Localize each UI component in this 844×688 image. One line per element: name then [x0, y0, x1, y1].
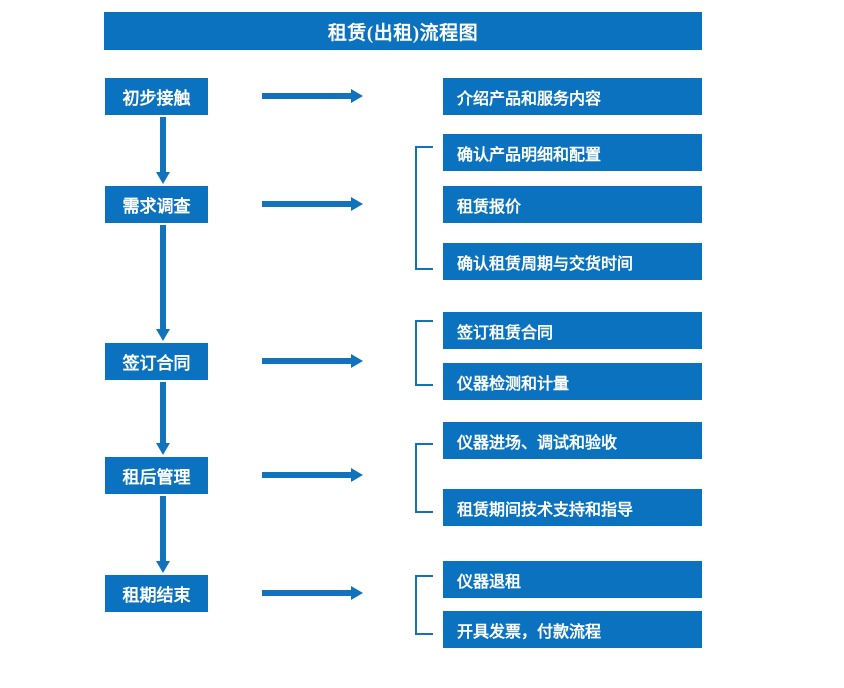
horizontal-arrow-5 [262, 586, 363, 600]
arrow-shaft [160, 382, 166, 443]
arrow-head [351, 354, 363, 368]
horizontal-arrow-2 [262, 197, 363, 211]
stage-box-3[interactable]: 签订合同 [105, 343, 208, 380]
detail-box-5[interactable]: 签订租赁合同 [443, 312, 702, 349]
detail-box-10[interactable]: 开具发票，付款流程 [443, 611, 702, 648]
detail-box-4[interactable]: 确认租赁周期与交货时间 [443, 243, 702, 280]
group-bracket-contract [415, 320, 433, 386]
detail-box-3[interactable]: 租赁报价 [443, 186, 702, 223]
vertical-arrow-3 [156, 382, 170, 455]
group-bracket-demand [415, 146, 433, 270]
arrow-shaft [262, 590, 351, 596]
detail-box-9[interactable]: 仪器退租 [443, 561, 702, 598]
stage-box-1[interactable]: 初步接触 [105, 78, 208, 115]
stage-box-5[interactable]: 租期结束 [105, 575, 208, 612]
detail-box-2[interactable]: 确认产品明细和配置 [443, 134, 702, 171]
stage-box-2[interactable]: 需求调查 [105, 186, 208, 223]
horizontal-arrow-4 [262, 468, 363, 482]
vertical-arrow-4 [156, 496, 170, 573]
arrow-head [351, 468, 363, 482]
vertical-arrow-1 [156, 117, 170, 184]
arrow-shaft [262, 201, 351, 207]
arrow-shaft [262, 472, 351, 478]
detail-box-1[interactable]: 介绍产品和服务内容 [443, 78, 702, 115]
stage-box-4[interactable]: 租后管理 [105, 457, 208, 494]
arrow-shaft [262, 93, 351, 99]
arrow-head [156, 443, 170, 455]
detail-box-7[interactable]: 仪器进场、调试和验收 [443, 422, 702, 459]
group-bracket-postrent [415, 443, 433, 513]
page-title: 租赁(出租)流程图 [104, 12, 702, 50]
group-bracket-leaseend [415, 575, 433, 635]
arrow-head [156, 172, 170, 184]
arrow-head [156, 329, 170, 341]
horizontal-arrow-1 [262, 89, 363, 103]
vertical-arrow-2 [156, 225, 170, 341]
arrow-head [156, 561, 170, 573]
detail-box-6[interactable]: 仪器检测和计量 [443, 363, 702, 400]
horizontal-arrow-3 [262, 354, 363, 368]
arrow-shaft [262, 358, 351, 364]
arrow-shaft [160, 117, 166, 172]
arrow-head [351, 586, 363, 600]
arrow-head [351, 89, 363, 103]
detail-box-8[interactable]: 租赁期间技术支持和指导 [443, 489, 702, 526]
arrow-shaft [160, 496, 166, 561]
arrow-head [351, 197, 363, 211]
arrow-shaft [160, 225, 166, 329]
